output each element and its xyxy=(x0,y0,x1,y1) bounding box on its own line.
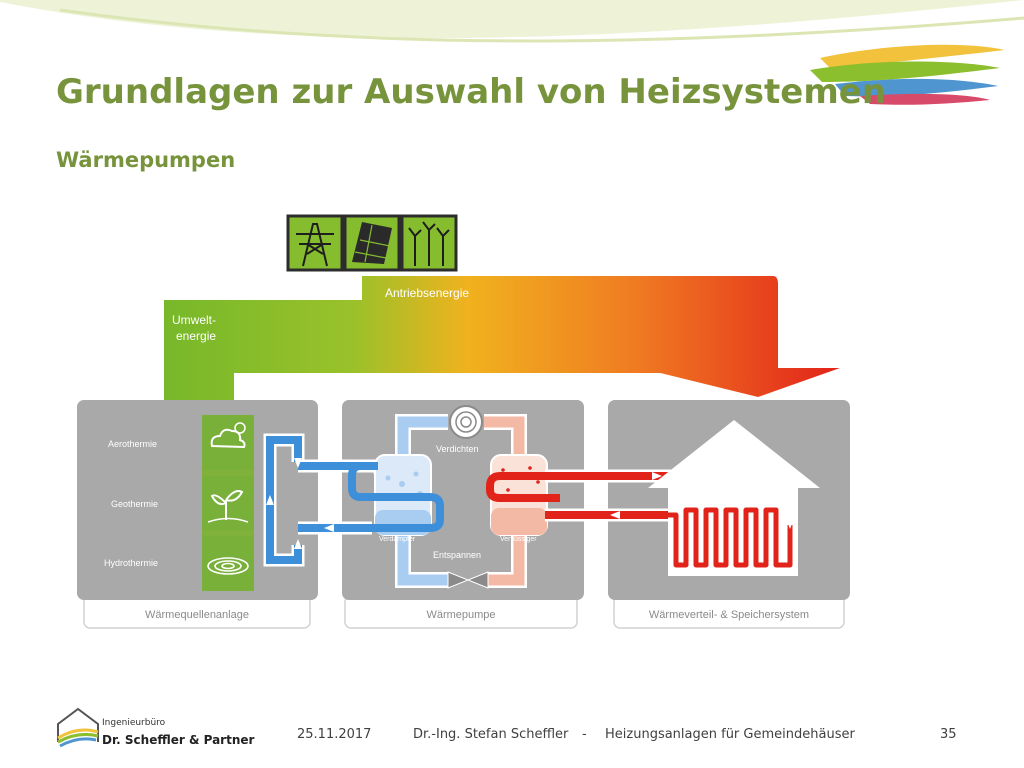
expansion-label: Entspannen xyxy=(433,550,481,560)
footer-topic: Heizungsanlagen für Gemeindehäuser xyxy=(605,727,855,742)
company-logo xyxy=(57,707,99,748)
heat-pump-caption: Wärmepumpe xyxy=(426,609,495,621)
footer-separator: - xyxy=(582,727,587,742)
source-caption: Wärmequellenanlage xyxy=(145,609,249,621)
logo-text-line1: Ingenieurbüro xyxy=(102,718,166,728)
ambient-energy-label-2: energie xyxy=(176,329,216,343)
condenser-label: Verflüssiger xyxy=(500,536,537,543)
slide-subtitle: Wärmepumpen xyxy=(56,148,236,172)
evaporator-coil xyxy=(348,462,444,532)
footer-date: 25.11.2017 xyxy=(297,727,372,742)
logo-text-line2: Dr. Scheffler & Partner xyxy=(102,733,255,747)
aerothermie-label: Aerothermie xyxy=(108,439,157,449)
source-panel xyxy=(77,400,318,600)
water-swirl-icon xyxy=(202,536,254,591)
page-number: 35 xyxy=(940,727,957,742)
cloud-sun-icon xyxy=(202,415,254,470)
slide-title: Grundlagen zur Auswahl von Heizsystemen xyxy=(56,72,887,112)
header-swoosh xyxy=(0,0,1024,105)
refrigerant-circuit xyxy=(395,414,527,588)
compressor-icon xyxy=(449,405,483,439)
footer-author: Dr.-Ing. Stefan Scheffler xyxy=(413,727,569,742)
compressor-label: Verdichten xyxy=(436,444,479,454)
expansion-valve-icon xyxy=(447,571,489,589)
plant-icon xyxy=(202,476,254,530)
distribution-caption: Wärmeverteil- & Speichersystem xyxy=(649,609,809,621)
ambient-energy-label-1: Umwelt- xyxy=(172,313,216,327)
drive-energy-icons xyxy=(286,214,458,272)
evaporator-label: Verdampfer xyxy=(379,536,416,543)
drive-energy-label: Antriebsenergie xyxy=(385,286,469,300)
underfloor-heating-coil xyxy=(668,507,793,568)
geothermie-label: Geothermie xyxy=(111,499,158,509)
hydrothermie-label: Hydrothermie xyxy=(104,558,158,568)
energy-flow-arrow xyxy=(164,276,840,400)
